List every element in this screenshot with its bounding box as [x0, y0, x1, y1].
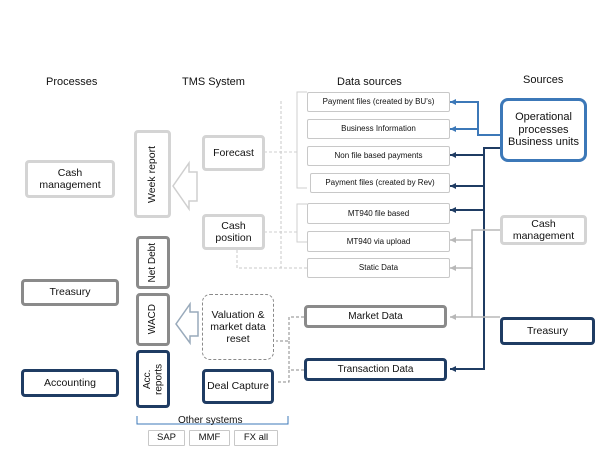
net-debt-label: Net Debt [147, 242, 159, 283]
ds-mt940-via-upload: MT940 via upload [307, 231, 450, 252]
ds-payment-files-rev: Payment files (created by Rev) [310, 173, 450, 193]
tms-valuation-market-data-reset: Valuation & market data reset [202, 294, 274, 360]
other-system-mmf: MMF [189, 430, 230, 446]
other-systems-label: Other systems [178, 415, 243, 426]
acc-reports-label: Acc. reports [141, 363, 165, 395]
week-report-box: Week report [134, 130, 171, 218]
header-sources: Sources [523, 74, 564, 86]
week-report-arrow [172, 160, 198, 212]
tms-cash-position: Cash position [202, 214, 265, 250]
wacd-box: WACD [136, 293, 170, 346]
process-accounting: Accounting [21, 369, 119, 397]
other-system-sap: SAP [148, 430, 185, 446]
header-tms-system: TMS System [182, 76, 245, 88]
wacd-arrow [175, 301, 199, 346]
ds-transaction-data: Transaction Data [304, 358, 447, 381]
ds-non-file-payments: Non file based payments [307, 146, 450, 166]
source-treasury: Treasury [500, 317, 595, 345]
acc-reports-box: Acc. reports [136, 350, 170, 408]
ds-business-information: Business Information [307, 119, 450, 139]
header-data-sources: Data sources [337, 76, 402, 88]
ds-static-data: Static Data [307, 258, 450, 278]
ds-mt940-file-based: MT940 file based [307, 203, 450, 224]
other-system-fx-all: FX all [234, 430, 278, 446]
process-cash-management: Cash management [25, 160, 115, 198]
ds-payment-files-bu: Payment files (created by BU's) [307, 92, 450, 112]
week-report-label: Week report [146, 145, 159, 203]
net-debt-box: Net Debt [136, 236, 170, 289]
tms-forecast: Forecast [202, 135, 265, 171]
process-treasury: Treasury [21, 279, 119, 306]
source-operational-processes: Operational processes Business units [500, 98, 587, 162]
source-cash-management: Cash management [500, 215, 587, 245]
wacd-label: WACD [147, 304, 159, 335]
tms-deal-capture: Deal Capture [202, 369, 274, 404]
header-processes: Processes [46, 76, 98, 88]
ds-market-data: Market Data [304, 305, 447, 328]
